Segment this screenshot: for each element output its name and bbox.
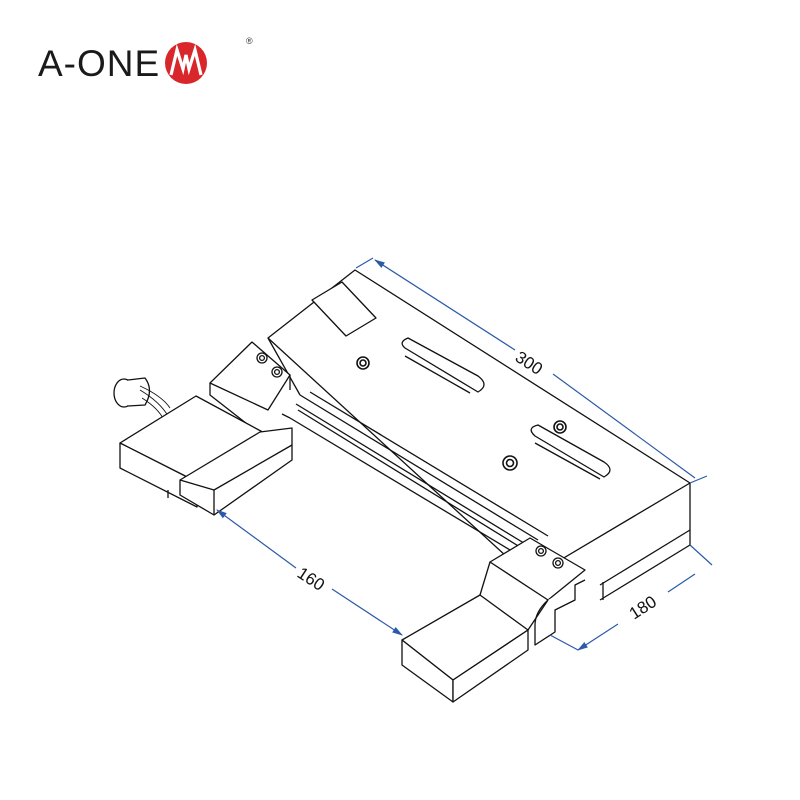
registered-mark: ® [246, 36, 253, 46]
dimension-lines [216, 257, 713, 651]
left-jaw-block [119, 395, 293, 516]
brand-m-icon [165, 42, 208, 84]
slot-2 [530, 424, 611, 480]
screw-icons [356, 356, 567, 471]
dimension-label-160: 160 [294, 563, 328, 594]
brand-logo: A-ONE [38, 38, 208, 88]
moving-jaw [401, 537, 586, 703]
vise-body [113, 269, 691, 703]
slot-1 [401, 337, 485, 394]
dimension-label-180: 180 [626, 592, 660, 623]
center-rail [267, 337, 549, 557]
brand-name: A-ONE [38, 42, 161, 84]
handle-knob [113, 377, 171, 421]
